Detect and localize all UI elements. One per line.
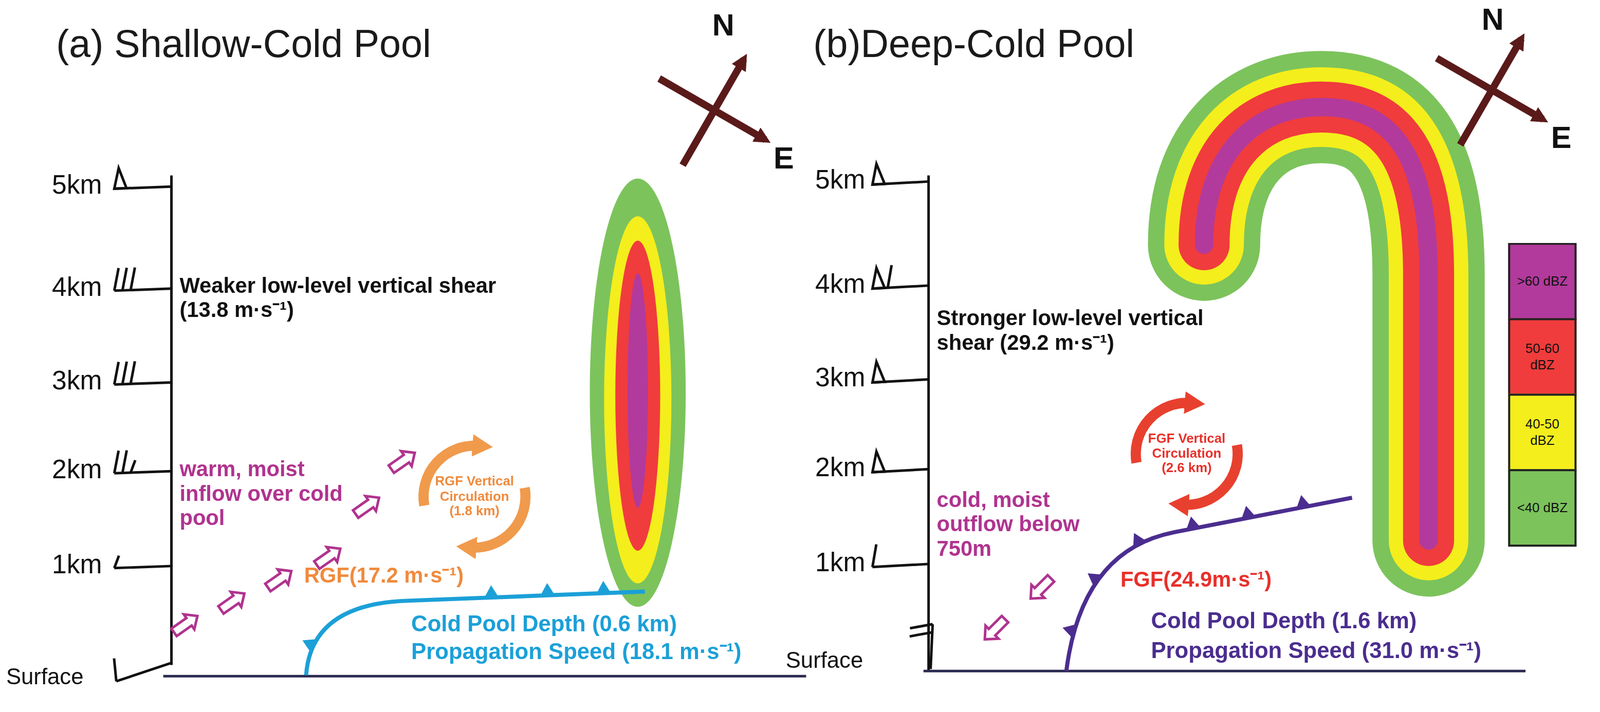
barb-line <box>887 265 892 288</box>
barb-staff <box>872 564 929 568</box>
front-triangle <box>596 581 612 594</box>
height-label: 3km <box>773 363 866 394</box>
barb-line <box>909 632 933 637</box>
barb-line <box>122 450 127 474</box>
compass-letter: E <box>773 140 805 176</box>
compass <box>659 59 766 165</box>
cold-pool-depth: Cold Pool Depth (0.6 km) <box>411 612 799 637</box>
gust-front-label: FGF(24.9m·s⁻¹) <box>1120 567 1315 593</box>
barb-staff <box>930 624 933 670</box>
height-axis <box>170 175 173 666</box>
legend-swatch: 40-50 dBZ <box>1507 393 1577 472</box>
barb-line <box>130 361 135 384</box>
gust-front-label: RGF(17.2 m·s⁻¹) <box>304 563 509 588</box>
barb-flag <box>872 268 885 289</box>
barb-line <box>130 460 136 473</box>
barb-flag <box>872 163 885 185</box>
front-triangle <box>1241 506 1256 520</box>
legend-text: 50-60 dBZ <box>1513 341 1571 374</box>
height-label: Surface <box>6 665 109 690</box>
legend-swatch: >60 dBZ <box>1507 243 1577 321</box>
legend-swatch: <40 dBZ <box>1507 469 1577 547</box>
generated-strokes <box>114 163 1311 682</box>
height-label: 5km <box>773 165 866 196</box>
flow-arrow <box>1024 572 1058 606</box>
compass <box>1436 38 1543 145</box>
barb-line <box>114 556 119 569</box>
front-triangle <box>1186 516 1201 530</box>
circulation-text-holder: RGF Vertical Circulation (1.8 km) <box>411 433 538 561</box>
storm-cell-a <box>590 178 687 608</box>
barb-line <box>114 361 119 385</box>
legend-swatch: 50-60 dBZ <box>1507 318 1577 396</box>
front-triangle <box>1133 533 1147 548</box>
ground-line <box>923 670 1526 673</box>
barb-line <box>130 267 135 291</box>
barb-line <box>910 624 933 629</box>
legend-text: >60 dBZ <box>1513 273 1571 290</box>
height-label: 4km <box>8 272 103 303</box>
barb-line <box>114 268 119 291</box>
flow-arrow <box>385 445 420 477</box>
circulation-cell: FGF Vertical Circulation (2.6 km) <box>1123 390 1250 518</box>
circulation-label: FGF Vertical Circulation (2.6 km) <box>1146 431 1228 477</box>
flow-arrow <box>168 608 203 640</box>
front-triangle <box>302 639 317 653</box>
shear-note: Stronger low-level vertical shear (29.2 … <box>936 306 1264 356</box>
barb-staff <box>116 663 172 682</box>
height-label: 1km <box>8 549 103 581</box>
barb-line <box>114 450 119 474</box>
height-label: 4km <box>773 269 866 300</box>
barb-flag <box>872 361 885 383</box>
height-label: 3km <box>8 366 103 397</box>
barb-line <box>122 267 127 291</box>
circulation-label: RGF Vertical Circulation (1.8 km) <box>433 473 516 520</box>
front-triangle <box>540 583 556 596</box>
panel-title: (b)Deep-Cold Pool <box>813 22 1293 68</box>
ground-line <box>163 675 807 678</box>
shear-note: Weaker low-level vertical shear (13.8 m·… <box>179 273 517 323</box>
front-triangle <box>1296 495 1311 509</box>
barb-line <box>114 658 117 683</box>
inflow-note: warm, moist inflow over cold pool <box>179 456 358 531</box>
barb-staff <box>114 566 172 569</box>
barb-flag <box>114 168 127 189</box>
flow-arrow <box>262 563 297 596</box>
barb-line <box>122 361 127 385</box>
compass-letter: N <box>1481 2 1513 38</box>
propagation-speed: Propagation Speed (18.1 m·s⁻¹) <box>411 639 820 665</box>
legend-text: <40 dBZ <box>1513 500 1571 517</box>
barb-flag <box>872 451 885 473</box>
cold-pool-depth: Cold Pool Depth (1.6 km) <box>1150 609 1539 634</box>
front-triangle <box>1087 573 1102 587</box>
compass-letter: N <box>712 8 744 44</box>
flow-arrow <box>350 490 385 522</box>
barb-line <box>872 544 877 568</box>
legend-text: 40-50 dBZ <box>1513 416 1571 449</box>
front-triangle <box>1062 624 1077 639</box>
circulation-cell: RGF Vertical Circulation (1.8 km) <box>411 433 538 561</box>
height-label: 5km <box>8 170 103 201</box>
outflow-note: cold, moist outflow below 750m <box>936 487 1089 562</box>
circulation-text-holder: FGF Vertical Circulation (2.6 km) <box>1123 390 1250 518</box>
panel-title: (a) Shallow-Cold Pool <box>56 22 536 68</box>
height-label: 1km <box>773 547 866 579</box>
height-label: 2km <box>773 452 866 484</box>
height-axis <box>927 175 930 672</box>
front-triangle <box>484 585 499 598</box>
height-label: 2km <box>8 454 103 486</box>
height-label: Surface <box>785 649 889 674</box>
flow-arrow <box>215 586 250 618</box>
flow-arrow <box>978 613 1012 647</box>
propagation-speed: Propagation Speed (31.0 m·s⁻¹) <box>1150 638 1559 664</box>
compass-letter: E <box>1551 120 1583 156</box>
